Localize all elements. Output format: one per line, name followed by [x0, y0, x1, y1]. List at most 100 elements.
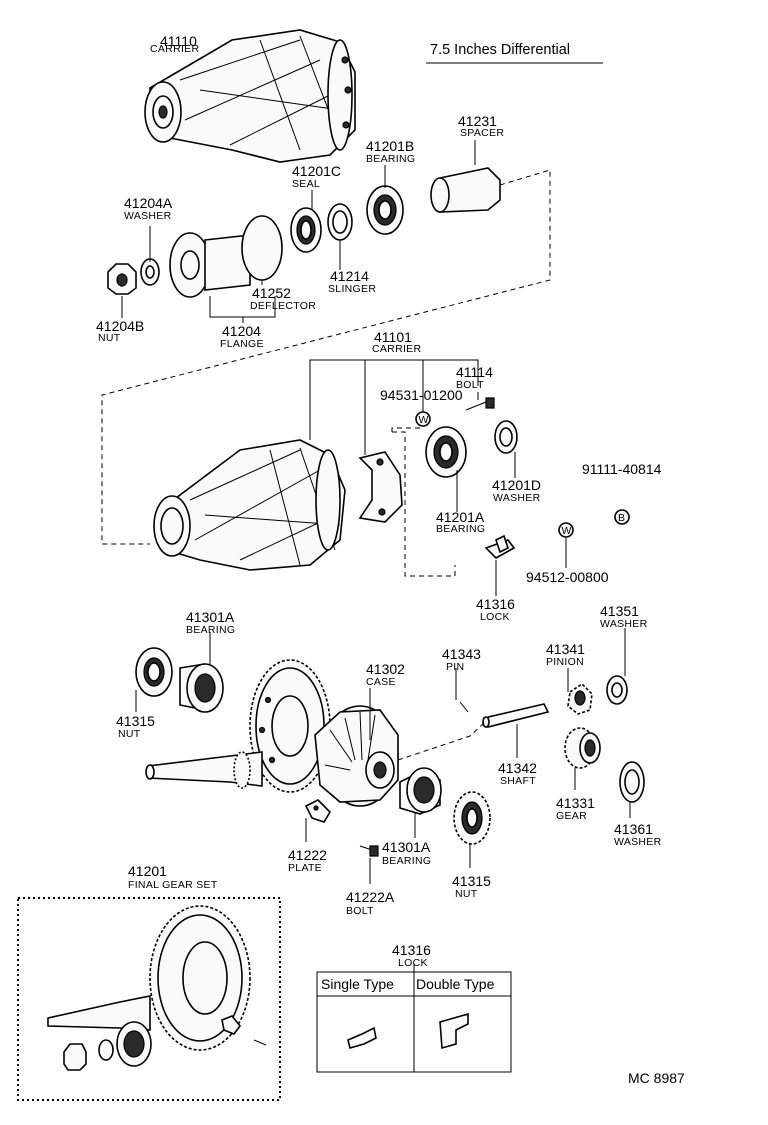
pin-41343-drawing — [459, 701, 469, 713]
bearing-41201a-top-drawing — [425, 426, 467, 478]
svg-text:B: B — [618, 512, 625, 524]
part-name: NUT — [455, 888, 478, 900]
part-name: WASHER — [600, 618, 648, 630]
washer-41361-drawing — [619, 761, 645, 803]
carrier-41101-drawing — [153, 439, 346, 571]
part-name: BEARING — [382, 855, 431, 867]
part-number: 91111-40814 — [582, 461, 662, 477]
part-name: BOLT — [456, 379, 484, 391]
part-name: LOCK — [480, 611, 510, 623]
part-number: 41231 — [458, 113, 497, 129]
shaft-41342-drawing — [482, 703, 550, 728]
part-number: 41201D — [492, 477, 541, 493]
part-name: WASHER — [493, 492, 541, 504]
lock-table-number: 41316 — [392, 942, 431, 958]
part-name: WASHER — [614, 836, 662, 848]
lock-type-table: 41316 LOCK Single Type Double Type — [316, 942, 512, 1073]
part-number: 41316 — [476, 596, 515, 612]
part-name: BEARING — [366, 153, 415, 165]
marker-w1: W — [415, 411, 431, 427]
part-number: 41315 — [116, 713, 155, 729]
svg-text:W: W — [419, 414, 429, 426]
lock-col-single-type: Single Type — [321, 976, 394, 992]
double-lock-drawing — [439, 1012, 469, 1050]
middle-leader-lines — [309, 359, 567, 596]
part-name: SHAFT — [500, 775, 536, 787]
part-number: 41343 — [442, 646, 481, 662]
part-number: 41114 — [456, 364, 493, 380]
part-name: PLATE — [288, 862, 322, 874]
plate-41222-drawing — [304, 799, 332, 823]
single-lock-drawing — [347, 1026, 377, 1049]
carrier-41110-drawing — [144, 29, 356, 163]
marker-b1: B — [614, 509, 630, 525]
part-number: 41214 — [330, 268, 369, 284]
bolt-41114-drawing — [465, 397, 495, 411]
final-gear-set-drawing — [47, 905, 267, 1071]
part-name: BEARING — [436, 523, 485, 535]
part-number: 94531-01200 — [380, 387, 463, 403]
gear-41331-drawing — [564, 727, 601, 769]
right-nut-41315-drawing — [453, 791, 491, 845]
part-name: FINAL GEAR SET — [128, 879, 218, 891]
part-number: 41252 — [252, 285, 291, 301]
part-number: 41301A — [186, 609, 235, 625]
part-number: 41204A — [124, 195, 173, 211]
part-number: 41201B — [366, 138, 414, 154]
upper-leader-lines — [101, 140, 551, 545]
part-number: 41110 — [160, 33, 197, 49]
part-number: 41342 — [498, 760, 537, 776]
lock-41316-drawing — [484, 534, 516, 559]
final-gear-set-frame — [17, 897, 281, 1101]
ring-gear-drawing — [249, 659, 331, 793]
part-number: 41222 — [288, 847, 327, 863]
part-number: 41351 — [600, 603, 639, 619]
part-name: NUT — [98, 332, 121, 344]
part-name: PIN — [446, 661, 464, 673]
part-name: CARRIER — [372, 343, 421, 355]
part-number: 41222A — [346, 889, 395, 905]
part-name: BEARING — [186, 624, 235, 636]
part-name: CARRIER — [150, 43, 199, 55]
washer-41351-drawing — [606, 675, 628, 705]
lock-table-name: LOCK — [398, 957, 428, 969]
part-number: 41302 — [366, 661, 405, 677]
marker-w2: W — [558, 522, 574, 538]
part-number: 41301A — [382, 839, 431, 855]
part-number: 41201 — [128, 863, 167, 879]
drive-pinion-shaft-drawing — [145, 751, 263, 789]
right-bearing-41301a-drawing — [399, 767, 442, 815]
callout-labels: 41110 CARRIER 41231 SPACER 41201B BEARIN… — [96, 33, 662, 917]
lower-leader-lines — [135, 628, 631, 884]
part-name: BOLT — [346, 905, 374, 917]
part-name: SPACER — [460, 127, 504, 139]
left-bearing-41301a-drawing — [179, 663, 224, 713]
footer-code: MC 8987 — [628, 1070, 685, 1086]
lock-col-double-type: Double Type — [416, 976, 495, 992]
svg-text:W: W — [562, 525, 572, 537]
part-name: SLINGER — [328, 283, 376, 295]
diagram-title: 7.5 Inches Differential — [430, 42, 570, 58]
part-name: CASE — [366, 676, 396, 688]
part-name: WASHER — [124, 210, 172, 222]
part-number: 41315 — [452, 873, 491, 889]
part-number: 41361 — [614, 821, 653, 837]
bearing-cap-drawing — [358, 451, 403, 523]
part-name: PINION — [546, 656, 584, 668]
pinion-41341-drawing — [567, 682, 593, 715]
part-number: 41101 — [374, 329, 412, 345]
part-name: SEAL — [292, 178, 320, 190]
part-name: GEAR — [556, 810, 587, 822]
diff-case-41302-drawing — [314, 705, 399, 807]
part-number: 41204 — [222, 323, 261, 339]
part-name: NUT — [118, 728, 141, 740]
part-number: 41201A — [436, 509, 485, 525]
part-number: 41331 — [556, 795, 595, 811]
part-number: 41201C — [292, 163, 341, 179]
left-nut-41315-drawing — [135, 647, 173, 697]
part-number: 94512-00800 — [526, 569, 609, 585]
flange-assembly-drawing — [107, 167, 501, 298]
part-number: 41341 — [546, 641, 585, 657]
part-name: DEFLECTOR — [250, 300, 316, 312]
